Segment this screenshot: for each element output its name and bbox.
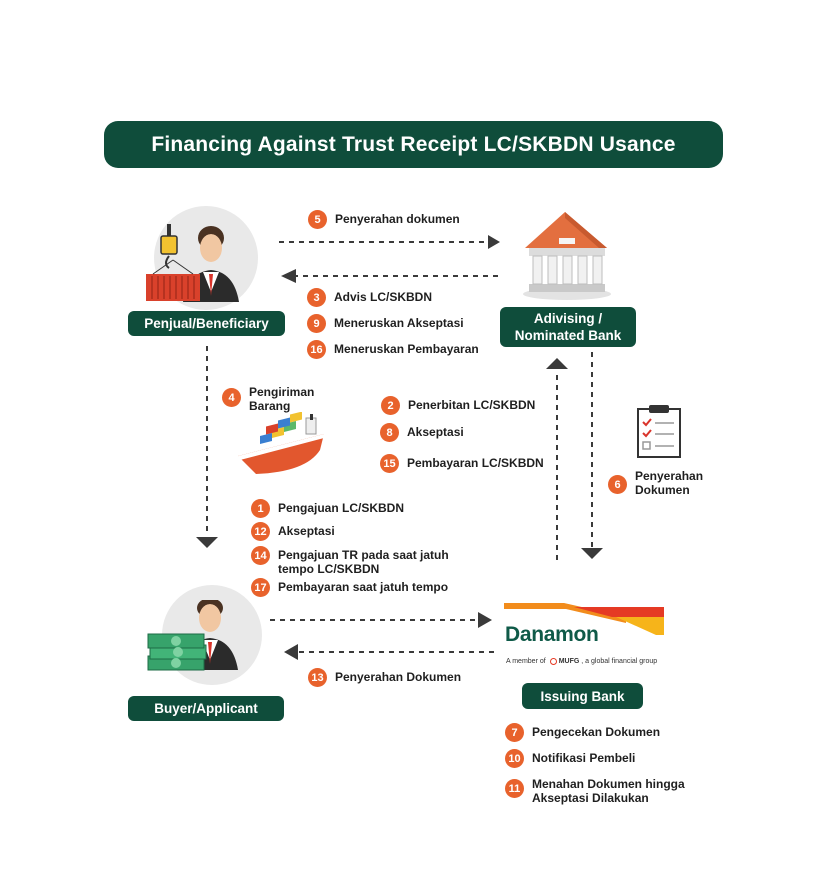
- danamon-brand: Danamon: [505, 623, 599, 646]
- cargo-ship-icon: [238, 412, 324, 474]
- step-text: Pengajuan LC/SKBDN: [278, 501, 405, 515]
- step-number: 7: [505, 723, 524, 742]
- step-number: 10: [505, 749, 524, 768]
- step-number: 9: [307, 314, 326, 333]
- step-10: 10 Notifikasi Pembeli: [505, 749, 636, 768]
- step-text: Meneruskan Pembayaran: [334, 342, 479, 356]
- step-2: 2 Penerbitan LC/SKBDN: [381, 396, 536, 415]
- tagline-brand: MUFG: [558, 658, 580, 665]
- step-text: Akseptasi: [407, 425, 464, 439]
- step-number: 12: [251, 522, 270, 541]
- step-1: 1 Pengajuan LC/SKBDN: [251, 499, 405, 518]
- arrowhead-right-1: [488, 235, 500, 249]
- step-number: 3: [307, 288, 326, 307]
- step-16: 16 Meneruskan Pembayaran: [307, 340, 479, 359]
- step-8: 8 Akseptasi: [380, 423, 464, 442]
- bank-building-icon: [523, 212, 611, 300]
- step-text: Pengiriman Barang: [249, 385, 315, 413]
- arrowhead-left-2: [284, 644, 298, 660]
- buyer-label: Buyer/Applicant: [128, 696, 284, 721]
- step-text: Penerbitan LC/SKBDN: [408, 398, 536, 412]
- step-number: 6: [608, 475, 627, 494]
- mufg-mark-icon: [549, 658, 557, 665]
- arrowhead-up-1: [546, 358, 568, 369]
- step-text: Penyerahan Dokumen: [635, 469, 704, 497]
- seller-label: Penjual/Beneficiary: [128, 311, 285, 336]
- tagline-suffix: , a global financial group: [581, 658, 658, 665]
- step-number: 8: [380, 423, 399, 442]
- tagline-prefix: A member of: [506, 658, 546, 665]
- step-5: 5 Penyerahan dokumen: [308, 210, 460, 229]
- step-number: 4: [222, 388, 241, 407]
- step-7: 7 Pengecekan Dokumen: [505, 723, 661, 742]
- step-9: 9 Meneruskan Akseptasi: [307, 314, 464, 333]
- step-text: Meneruskan Akseptasi: [334, 316, 464, 330]
- step-number: 2: [381, 396, 400, 415]
- step-6: 6 Penyerahan Dokumen: [608, 469, 711, 497]
- step-number: 5: [308, 210, 327, 229]
- step-number: 16: [307, 340, 326, 359]
- money-stack-icon: [147, 633, 207, 671]
- page-title: Financing Against Trust Receipt LC/SKBDN…: [104, 121, 723, 168]
- issuing-bank-label: Issuing Bank: [522, 683, 643, 709]
- danamon-logo: [504, 603, 664, 635]
- step-text: Penyerahan dokumen: [335, 212, 460, 226]
- step-text: Penyerahan Dokumen: [335, 670, 462, 684]
- step-text: Notifikasi Pembeli: [532, 751, 636, 765]
- seller-avatar-icon: [146, 224, 239, 302]
- step-number: 14: [251, 546, 270, 565]
- step-text: Menahan Dokumen hingga Akseptasi Dilakuk…: [532, 777, 685, 805]
- step-text: Pengecekan Dokumen: [532, 725, 661, 739]
- step-text: Pembayaran LC/SKBDN: [407, 456, 544, 470]
- step-number: 15: [380, 454, 399, 473]
- step-17: 17 Pembayaran saat jatuh tempo: [251, 578, 449, 597]
- arrowhead-down-1: [196, 537, 218, 548]
- step-12: 12 Akseptasi: [251, 522, 335, 541]
- step-3: 3 Advis LC/SKBDN: [307, 288, 433, 307]
- arrowhead-down-2: [581, 548, 603, 559]
- step-13: 13 Penyerahan Dokumen: [308, 668, 462, 687]
- clipboard-checklist-icon: [637, 405, 681, 458]
- danamon-tagline: A member of MUFG, a global financial gro…: [506, 658, 657, 665]
- step-number: 17: [251, 578, 270, 597]
- step-text: Pembayaran saat jatuh tempo: [278, 580, 449, 594]
- step-4: 4 Pengiriman Barang: [222, 385, 319, 413]
- step-text: Advis LC/SKBDN: [334, 290, 433, 304]
- step-14: 14 Pengajuan TR pada saat jatuh tempo LC…: [251, 546, 468, 576]
- step-11: 11 Menahan Dokumen hingga Akseptasi Dila…: [505, 777, 702, 805]
- step-15: 15 Pembayaran LC/SKBDN: [380, 454, 544, 473]
- arrowhead-right-2: [478, 612, 492, 628]
- step-number: 13: [308, 668, 327, 687]
- step-number: 1: [251, 499, 270, 518]
- step-text: Akseptasi: [278, 524, 335, 538]
- arrowhead-left-1: [281, 269, 296, 283]
- advising-bank-label: Adivising / Nominated Bank: [500, 307, 636, 347]
- step-number: 11: [505, 779, 524, 798]
- step-text: Pengajuan TR pada saat jatuh tempo LC/SK…: [278, 548, 449, 576]
